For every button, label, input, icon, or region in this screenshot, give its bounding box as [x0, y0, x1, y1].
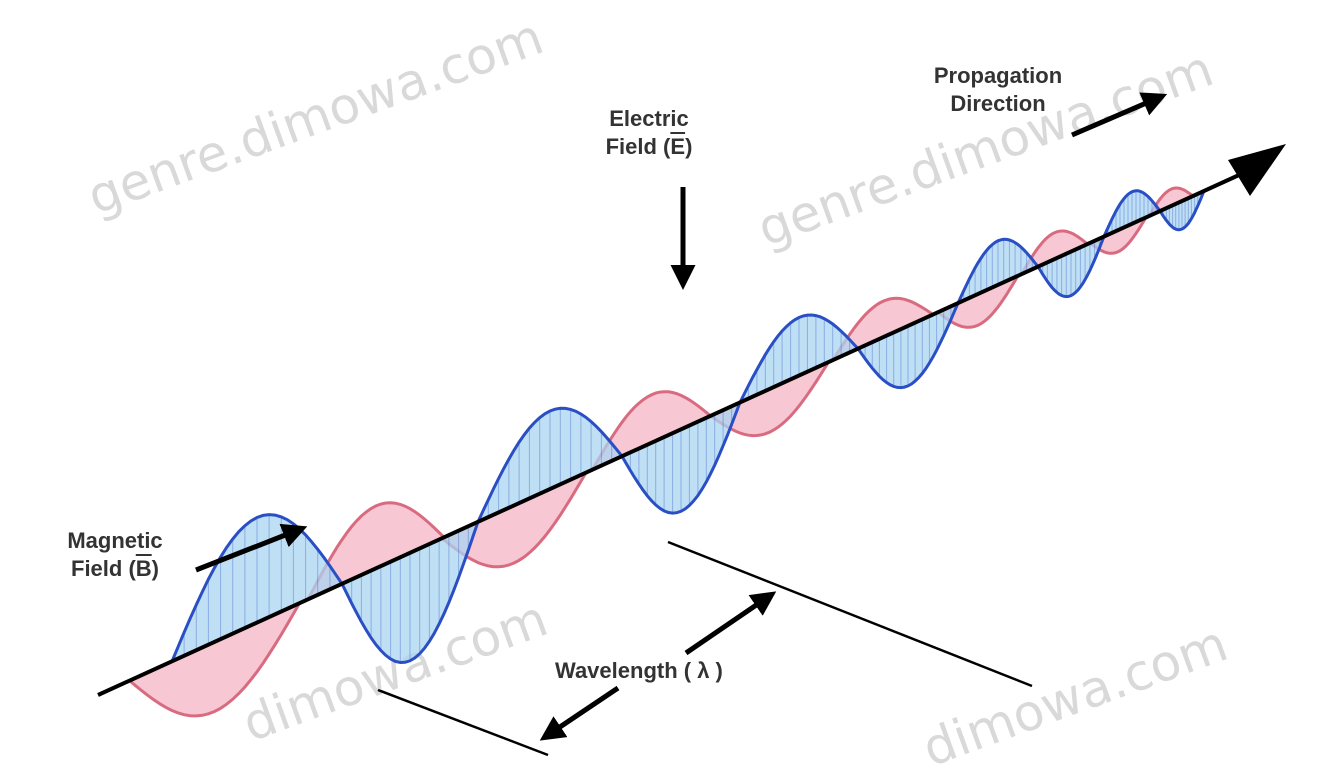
electric-lobe-6 — [855, 300, 961, 390]
magnetic-lobe-1 — [126, 599, 304, 718]
magnetic-lobe-7 — [935, 272, 1022, 329]
propagation-label-line1: Propagation — [933, 63, 1063, 88]
magnetic-field-label: Magnetic Field (B) — [40, 527, 190, 583]
electric-lobe-4 — [619, 399, 743, 515]
electric-lobe-10 — [1157, 188, 1207, 232]
propagation-axis — [97, 168, 1251, 697]
magnetic-lobe-6 — [829, 296, 937, 364]
magnetic-field-label-suffix: ) — [151, 556, 159, 581]
wavelength-extension-line-right — [667, 540, 1033, 688]
magnetic-field-symbol: B — [135, 556, 152, 581]
electric-lobe-1 — [169, 513, 345, 665]
magnetic-lobe-8 — [1017, 229, 1091, 278]
wavelength-label: Wavelength ( λ ) — [555, 658, 723, 683]
electric-lobe-3 — [474, 406, 625, 525]
propagation-direction-arrow — [1071, 92, 1168, 138]
electric-lobe-9 — [1101, 189, 1163, 240]
electric-field-label-line2: Field (E) — [574, 133, 724, 161]
electric-lobe-7 — [954, 237, 1041, 307]
electric-lobe-2 — [339, 518, 481, 665]
electric-lobe-8 — [1035, 233, 1107, 299]
electric-field-wave — [169, 188, 1207, 665]
magnetic-lobe-2 — [304, 501, 447, 603]
propagation-axis-arrowhead — [1228, 144, 1286, 196]
magnetic-lobe-4 — [588, 390, 714, 473]
electric-field-label-line1: Electric — [609, 106, 689, 131]
electric-lobe-5 — [736, 313, 861, 406]
magnetic-field-arrow — [195, 523, 308, 573]
wavelength-extension-line-left — [377, 688, 549, 757]
magnetic-field-label-line2: Field (B) — [40, 555, 190, 583]
magnetic-field-label-prefix: Field ( — [71, 556, 136, 581]
propagation-label-line2: Direction — [950, 91, 1046, 116]
wavelength-arrow-up — [684, 591, 777, 656]
electric-field-label: Electric Field (E) — [574, 105, 724, 161]
wavelength-arrow-down — [539, 685, 620, 741]
electric-field-label-suffix: ) — [685, 134, 693, 159]
propagation-direction-label: Propagation Direction — [908, 62, 1088, 118]
magnetic-field-label-line1: Magnetic — [67, 528, 163, 553]
electric-field-symbol: E — [670, 134, 686, 159]
electric-field-label-prefix: Field ( — [605, 134, 671, 159]
